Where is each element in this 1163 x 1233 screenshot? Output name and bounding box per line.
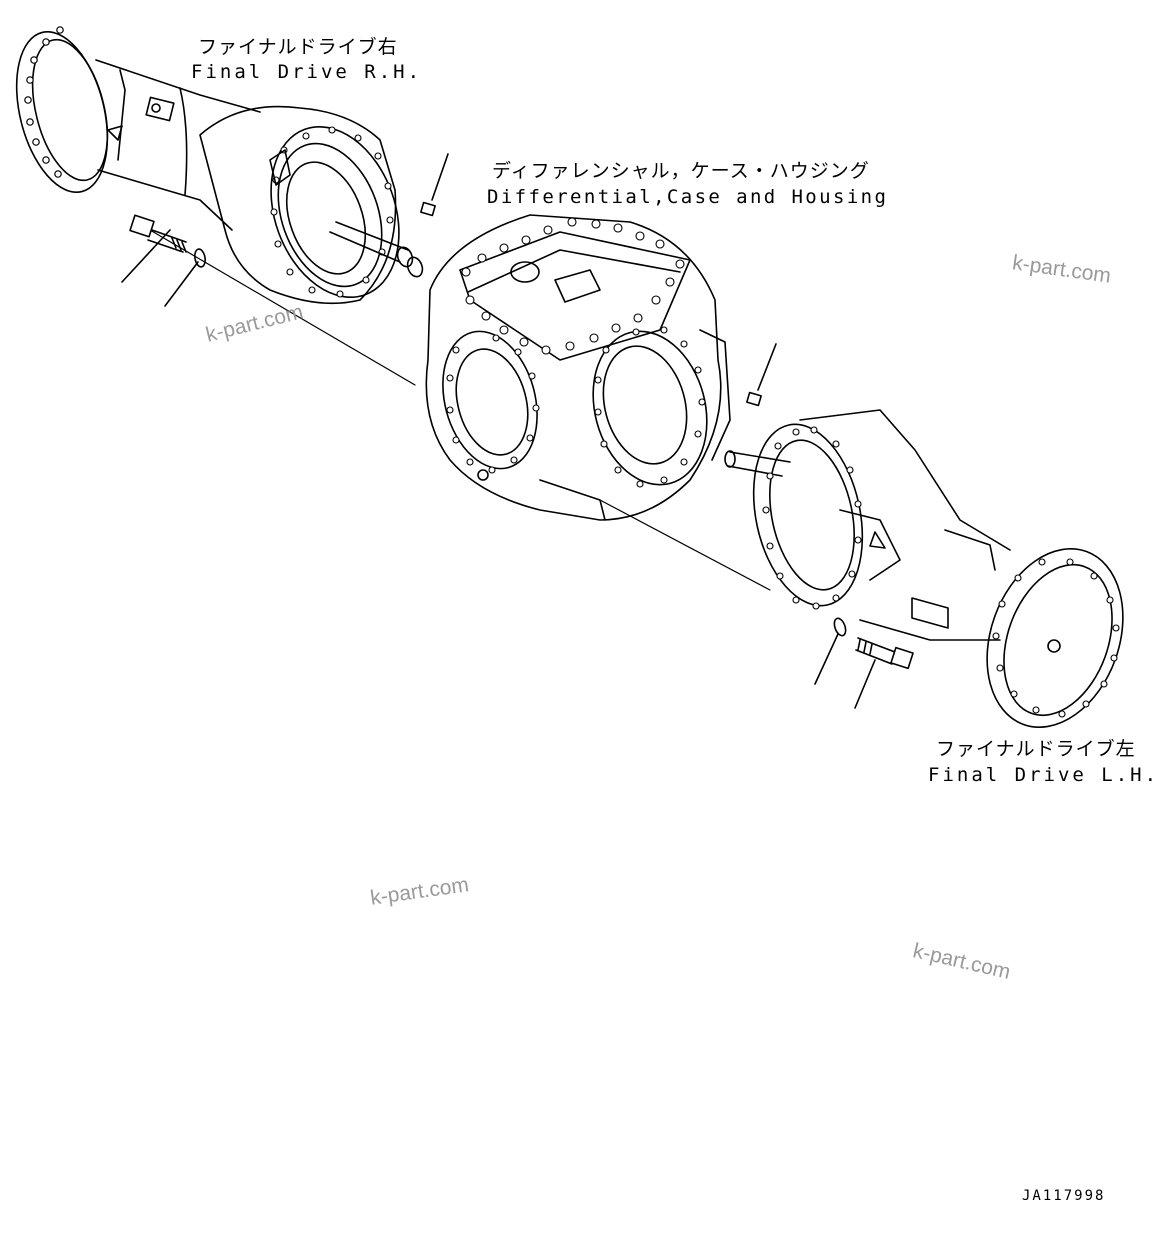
- final-drive-lh-jp-label: ファイナルドライブ左: [936, 738, 1136, 760]
- axle-centerline: [149, 229, 771, 591]
- differential-en-label: Differential,Case and Housing: [487, 186, 889, 208]
- final-drive-rh-jp-label: ファイナルドライブ右: [198, 36, 398, 58]
- dowel-pin-lower: [746, 343, 777, 407]
- final-drive-lh-en-label: Final Drive L.H.: [928, 764, 1160, 786]
- washer-lh: [814, 617, 847, 685]
- final-drive-rh-part: [15, 26, 424, 305]
- document-id: JA117998: [1022, 1188, 1106, 1204]
- washer-rh: [164, 248, 206, 307]
- dowel-pin-upper: [420, 153, 449, 217]
- final-drive-rh-en-label: Final Drive R.H.: [191, 61, 423, 83]
- differential-jp-label: ディファレンシャル，ケース・ハウジング: [492, 160, 870, 182]
- bolt-rh: [121, 214, 187, 283]
- differential-housing-part: [425, 214, 731, 521]
- bolt-lh: [854, 637, 914, 709]
- final-drive-lh-part: [724, 409, 1124, 728]
